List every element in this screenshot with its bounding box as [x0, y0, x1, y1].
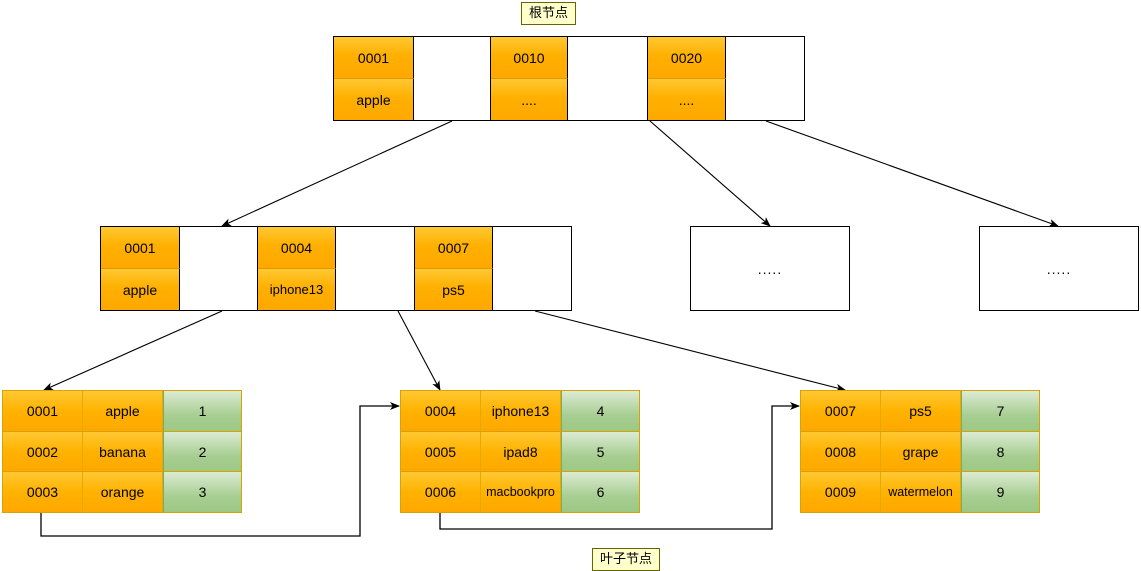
leaf-1-row-1-value: 2 [163, 432, 241, 471]
root-entry-0-pointer[interactable] [414, 37, 491, 120]
root-entry-2-key: 0020 [648, 37, 726, 79]
internal-entry-2-pointer[interactable] [493, 227, 571, 310]
leaf-3-row-1-value: 8 [961, 432, 1039, 471]
leaf-3-row-0-id: 0007 [801, 391, 881, 431]
internal-entry-2-key: 0007 [415, 227, 493, 269]
leaf-2-row-2-value: 6 [561, 472, 639, 512]
table-row[interactable]: 0005 ipad8 5 [401, 431, 639, 471]
root-node-tag: 根节点 [521, 2, 577, 25]
leaf-1-row-1-id: 0002 [3, 432, 83, 471]
leaf-3-row-0-value: 7 [961, 391, 1039, 431]
leaf-2-row-1-value: 5 [561, 432, 639, 471]
leaf-3-row-1-key: grape [881, 432, 961, 471]
leaf-3-row-2-value: 9 [961, 472, 1039, 512]
leaf-2-row-2-id: 0006 [401, 472, 481, 512]
root-entry-2-pointer[interactable] [726, 37, 804, 120]
internal-entry-0-pointer[interactable] [180, 227, 258, 310]
leaf-2-row-1-key: ipad8 [481, 432, 561, 471]
internal-node-placeholder-2[interactable]: ..... [979, 226, 1139, 311]
internal-node-left[interactable]: 0001 apple 0004 iphone13 0007 ps5 [100, 226, 572, 311]
leaf-3-row-1-id: 0008 [801, 432, 881, 471]
edge-internal-to-leaf-2 [397, 310, 441, 391]
table-row[interactable]: 0002 banana 2 [3, 431, 241, 471]
root-entry-1: 0010 .... [491, 37, 648, 120]
root-entry-0-key: 0001 [334, 37, 414, 79]
internal-entry-1-key: 0004 [258, 227, 336, 269]
leaf-2-row-0-value: 4 [561, 391, 639, 431]
root-entry-0: 0001 apple [334, 37, 491, 120]
leaf-1-row-0-key: apple [83, 391, 163, 431]
root-entry-0-kv: 0001 apple [334, 37, 414, 120]
leaf-2-row-2-key: macbookpro [481, 472, 561, 512]
edge-root-to-internal-1 [221, 120, 453, 227]
leaf-2-row-1-id: 0005 [401, 432, 481, 471]
root-entry-1-pointer[interactable] [568, 37, 648, 120]
internal-entry-2: 0007 ps5 [415, 227, 571, 310]
leaf-3-row-2-id: 0009 [801, 472, 881, 512]
leaf-3-row-2-key: watermelon [881, 472, 961, 512]
leaf-2-row-0-id: 0004 [401, 391, 481, 431]
root-entry-2: 0020 .... [648, 37, 804, 120]
table-row[interactable]: 0008 grape 8 [801, 431, 1039, 471]
internal-entry-1-kv: 0004 iphone13 [258, 227, 336, 310]
leaf-1-row-0-value: 1 [163, 391, 241, 431]
internal-entry-0-key: 0001 [101, 227, 180, 269]
leaf-1-row-1-key: banana [83, 432, 163, 471]
leaf-node-2[interactable]: 0004 iphone13 4 0005 ipad8 5 0006 macboo… [400, 390, 640, 513]
edge-root-to-placeholder-1 [649, 120, 771, 227]
root-entry-1-value: .... [491, 79, 568, 120]
table-row[interactable]: 0003 orange 3 [3, 471, 241, 512]
internal-node-placeholder-1[interactable]: ..... [690, 226, 850, 311]
edge-internal-to-leaf-3 [534, 310, 846, 392]
root-entry-0-value: apple [334, 79, 414, 120]
internal-entry-0-value: apple [101, 269, 180, 310]
root-entry-2-kv: 0020 .... [648, 37, 726, 120]
edge-root-to-placeholder-2 [765, 120, 1059, 227]
leaf-1-row-2-key: orange [83, 472, 163, 512]
leaf-node-1[interactable]: 0001 apple 1 0002 banana 2 0003 orange 3 [2, 390, 242, 513]
table-row[interactable]: 0009 watermelon 9 [801, 471, 1039, 512]
table-row[interactable]: 0004 iphone13 4 [401, 391, 639, 431]
leaf-node-3[interactable]: 0007 ps5 7 0008 grape 8 0009 watermelon … [800, 390, 1040, 513]
placeholder-1-text: ..... [757, 260, 783, 277]
internal-entry-2-value: ps5 [415, 269, 493, 310]
internal-entry-1-value: iphone13 [258, 269, 336, 310]
root-entry-1-kv: 0010 .... [491, 37, 568, 120]
leaf-node-tag: 叶子节点 [592, 548, 661, 571]
root-entry-1-key: 0010 [491, 37, 568, 79]
table-row[interactable]: 0001 apple 1 [3, 391, 241, 431]
leaf-1-row-2-value: 3 [163, 472, 241, 512]
leaf-1-row-0-id: 0001 [3, 391, 83, 431]
internal-entry-2-kv: 0007 ps5 [415, 227, 493, 310]
table-row[interactable]: 0006 macbookpro 6 [401, 471, 639, 512]
internal-entry-1-pointer[interactable] [336, 227, 415, 310]
placeholder-2-text: ..... [1046, 260, 1072, 277]
leaf-3-row-0-key: ps5 [881, 391, 961, 431]
internal-entry-1: 0004 iphone13 [258, 227, 415, 310]
table-row[interactable]: 0007 ps5 7 [801, 391, 1039, 431]
leaf-2-row-0-key: iphone13 [481, 391, 561, 431]
leaf-1-row-2-id: 0003 [3, 472, 83, 512]
internal-entry-0-kv: 0001 apple [101, 227, 180, 310]
root-node[interactable]: 0001 apple 0010 .... 0020 .... [333, 36, 805, 121]
edge-internal-to-leaf-1 [43, 310, 223, 391]
internal-entry-0: 0001 apple [101, 227, 258, 310]
root-entry-2-value: .... [648, 79, 726, 120]
